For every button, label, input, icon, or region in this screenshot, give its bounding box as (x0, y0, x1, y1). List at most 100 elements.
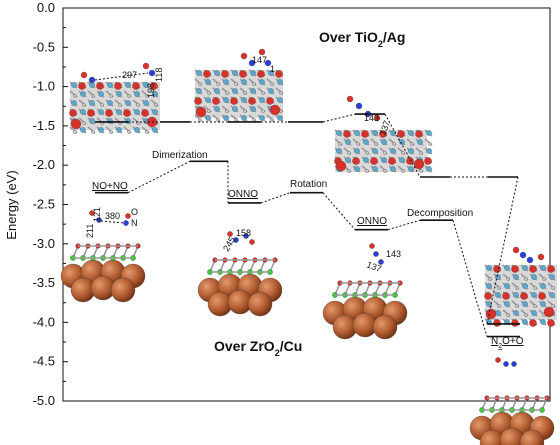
o-atom (239, 70, 247, 78)
ag-atom (261, 109, 265, 113)
energy-connector (322, 113, 356, 123)
ag-atom (524, 277, 528, 281)
o-atom (520, 292, 528, 300)
geo-ti2-1: 1 (270, 64, 275, 74)
ag-atom (207, 91, 211, 95)
o-atom (493, 265, 501, 273)
ti-atom (223, 97, 229, 103)
ti-atom (495, 310, 501, 316)
ti-atom (381, 139, 387, 145)
ti-atom (513, 274, 519, 280)
o-atom (529, 319, 537, 327)
ag-atom (392, 142, 396, 146)
ti-atom (80, 109, 86, 115)
ti-atom (80, 127, 86, 133)
ti-atom (531, 292, 537, 298)
ti-atom (390, 166, 396, 172)
ti-atom (426, 130, 432, 136)
ti-atom (143, 100, 149, 106)
ti-atom (390, 148, 396, 154)
ti-atom (268, 70, 274, 76)
o-atom (96, 82, 104, 90)
ag-atom (136, 103, 140, 107)
geo-zr1-n: N (131, 218, 138, 228)
ti-atom (372, 148, 378, 154)
ti-atom (205, 97, 211, 103)
ti-atom (345, 139, 351, 145)
ti-atom (345, 157, 351, 163)
ag-atom (198, 118, 202, 122)
ti-atom (152, 127, 158, 133)
ag-atom (506, 313, 510, 317)
o-atom (212, 97, 220, 105)
ag-atom (198, 82, 202, 86)
ag-atom (419, 169, 423, 173)
ti-atom (232, 70, 238, 76)
ti-atom (232, 88, 238, 94)
ti-atom (522, 265, 528, 271)
label-n2o-o: N2O+O (491, 336, 524, 350)
ag-atom (261, 91, 265, 95)
o-atom (80, 71, 88, 79)
ag-atom (347, 151, 351, 155)
ag-atom (145, 130, 149, 134)
ti-atom (223, 79, 229, 85)
o-atom (511, 319, 519, 327)
o-atom (123, 109, 131, 117)
ti-atom (134, 127, 140, 133)
ti-atom (549, 292, 555, 298)
ag-atom (551, 304, 555, 308)
y-tick-label: -4.5 (33, 354, 55, 369)
ti-atom (250, 88, 256, 94)
ag-atom (365, 169, 369, 173)
o-atom (529, 265, 537, 273)
ti-atom (399, 157, 405, 163)
o-atom (258, 48, 266, 56)
ti-atom (116, 109, 122, 115)
ag-atom (365, 151, 369, 155)
ag-atom (533, 286, 537, 290)
y-tick-label: -4.0 (33, 314, 55, 329)
ti-atom (363, 157, 369, 163)
ti-atom (486, 265, 492, 271)
ag-atom (488, 277, 492, 281)
o-atom (493, 319, 501, 327)
o-atom (132, 82, 140, 90)
energy-levels (95, 113, 520, 338)
n-atom (378, 259, 384, 265)
ti-atom (134, 91, 140, 97)
ti-atom (513, 310, 519, 316)
o-atom (141, 109, 149, 117)
ti-atom (531, 310, 537, 316)
geo-zr2-158: 158 (236, 228, 251, 238)
o-atom (547, 265, 555, 273)
ti-atom (504, 301, 510, 307)
ti-atom (522, 283, 528, 289)
o-atom (485, 308, 497, 320)
n-atom (355, 102, 363, 110)
o-atom (373, 114, 381, 122)
ag-atom (374, 142, 378, 146)
o-atom (257, 70, 265, 78)
ti-atom (89, 100, 95, 106)
o-atom (275, 70, 283, 78)
o-atom (370, 157, 378, 165)
ti-atom (522, 319, 528, 325)
ti-atom (513, 292, 519, 298)
ti-atom (241, 115, 247, 121)
o-atom (361, 130, 369, 138)
y-tick-label: -0.5 (33, 39, 55, 54)
o-atom (78, 82, 86, 90)
ag-atom (401, 169, 405, 173)
ag-atom (270, 118, 274, 122)
ag-atom (551, 286, 555, 290)
ti-atom (354, 130, 360, 136)
ag-atom (216, 118, 220, 122)
bond-dashed (94, 72, 149, 81)
o-atom (379, 130, 387, 138)
ti-atom (98, 127, 104, 133)
o-atom (269, 104, 281, 116)
o-atom (484, 292, 492, 300)
ag-atom (410, 142, 414, 146)
energy-connector (127, 160, 191, 194)
